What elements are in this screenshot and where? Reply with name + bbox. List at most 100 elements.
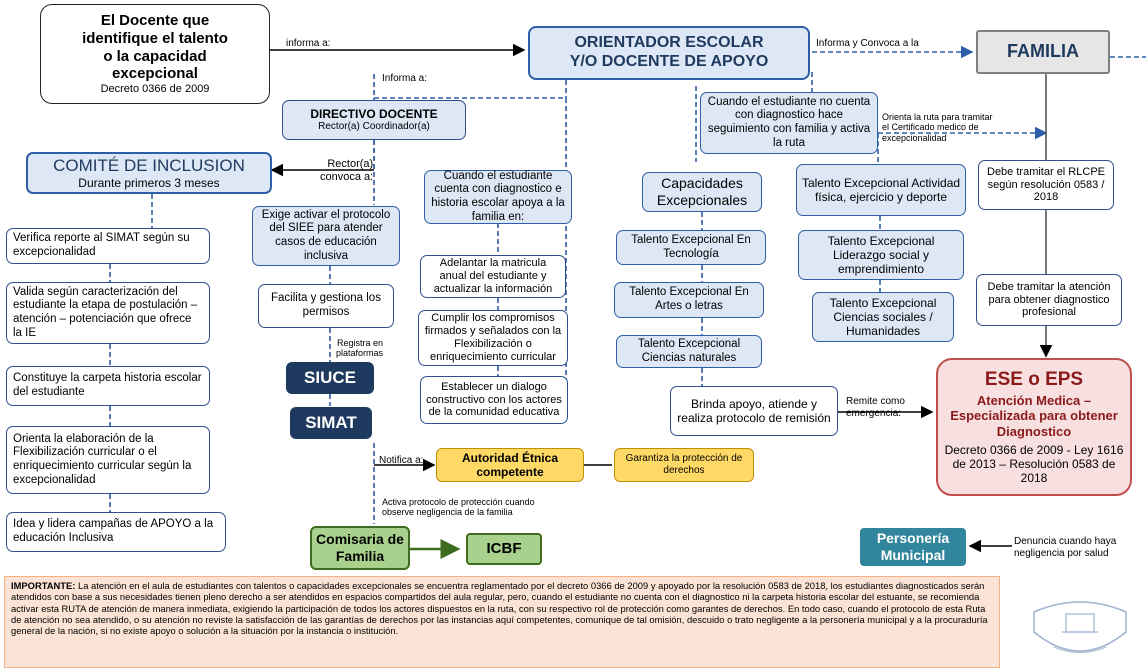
ese-sub: Atención Medica – Especializada para obt… (950, 392, 1118, 439)
left-item-4: Orienta la elaboración de la Flexibiliza… (6, 426, 210, 494)
left-item-2-text: Valida según caracterización del estudia… (13, 285, 198, 339)
directivo-box: DIRECTIVO DOCENTE Rector(a) Coordinador(… (282, 100, 466, 140)
diagnostico-box: Cuando el estudiante cuenta con diagnost… (424, 170, 572, 224)
left-item-5-text: Idea y lidera campañas de APOYO a la edu… (13, 518, 214, 544)
label-rector: Rector(a) convoca a: (320, 158, 373, 183)
personeria-text: Personería Municipal (876, 530, 950, 563)
mid-item-1-text: Adelantar la matricula anual del estudia… (433, 257, 553, 295)
label-activa-2: observe negligencia de la familia (382, 507, 513, 518)
talento-tecnologia: Talento Excepcional En Tecnología (616, 230, 766, 265)
atencion-diag-box: Debe tramitar la atención para obtener d… (976, 274, 1122, 326)
label-registra: Registra en plataformas (336, 338, 383, 359)
talento-naturales-text: Talento Excepcional Ciencias naturales (637, 337, 741, 364)
ese-title: ESE o EPS (984, 368, 1084, 390)
personeria-box: Personería Municipal (860, 528, 966, 566)
brinda-box: Brinda apoyo, atiende y realiza protocol… (670, 386, 838, 436)
importante-box: IMPORTANTE: La atención en el aula de es… (4, 576, 1000, 668)
comite-title: COMITÉ DE INCLUSION (53, 155, 245, 175)
label-denuncia: Denuncia cuando haya negligencia por sal… (1014, 536, 1116, 559)
left-item-5: Idea y lidera campañas de APOYO a la edu… (6, 512, 226, 552)
comite-box: COMITÉ DE INCLUSION Durante primeros 3 m… (26, 152, 272, 194)
label-registra-1: Registra en (337, 338, 384, 348)
talento-sociales: Talento Excepcional Ciencias sociales / … (812, 292, 954, 342)
label-activa-1: Activa protocolo de protección cuando (382, 497, 535, 507)
talento-liderazgo-text: Talento Excepcional Liderazgo social y e… (827, 233, 935, 277)
label-orienta-3: excepcionalidad (882, 132, 947, 143)
ese-decreto: Decreto 0366 de 2009 - Ley 1616 de 2013 … (944, 442, 1124, 486)
capacidades-box: Capacidades Excepcionales (642, 172, 762, 212)
directivo-sub: Rector(a) Coordinador(a) (318, 121, 430, 133)
comite-sub: Durante primeros 3 meses (78, 175, 220, 190)
talento-liderazgo: Talento Excepcional Liderazgo social y e… (798, 230, 964, 280)
label-orienta-ruta: Orienta la ruta para tramitar el Certifi… (882, 112, 993, 143)
simat-text: SIMAT (305, 412, 357, 432)
directivo-title: DIRECTIVO DOCENTE (310, 107, 438, 122)
talento-naturales: Talento Excepcional Ciencias naturales (616, 335, 762, 368)
left-item-3-text: Constituye la carpeta historia escolar d… (13, 372, 202, 398)
label-activa: Activa protocolo de protección cuando ob… (382, 497, 535, 518)
autoridad-box: Autoridad Étnica competente (436, 448, 584, 482)
talento-artes: Talento Excepcional En Artes o letras (614, 282, 764, 318)
docente-box: El Docente que identifique el talento o … (40, 4, 270, 104)
comisaria-box: Comisaria de Familia (310, 526, 410, 570)
facilita-text: Facilita y gestiona los permisos (271, 292, 381, 318)
label-denuncia-1: Denuncia cuando haya (1014, 536, 1117, 547)
autoridad-text: Autoridad Étnica competente (461, 450, 558, 479)
comisaria-text: Comisaria de Familia (316, 531, 404, 564)
label-rector-2: convoca a: (320, 170, 374, 183)
garantiza-box: Garantiza la protección de derechos (614, 448, 754, 482)
docente-line1: El Docente que (100, 12, 210, 30)
label-orienta-2: el Certificado medico de (882, 122, 979, 133)
label-informa-a: informa a: (286, 38, 331, 49)
talento-artes-text: Talento Excepcional En Artes o letras (629, 286, 749, 312)
left-item-3: Constituye la carpeta historia escolar d… (6, 366, 210, 406)
docente-line2: identifique el talento (82, 29, 228, 47)
diagnostico-text: Cuando el estudiante cuenta con diagnost… (431, 169, 565, 223)
label-orienta-1: Orienta la ruta para tramitar (882, 112, 993, 122)
left-item-1-text: Verifica reporte al SIMAT según su excep… (13, 232, 190, 258)
talento-deporte-text: Talento Excepcional Actividad física, ej… (801, 175, 961, 204)
orientador-line2: Y/O DOCENTE DE APOYO (569, 53, 769, 70)
mid-item-1: Adelantar la matricula anual del estudia… (420, 255, 566, 298)
label-remite-1: Remite como (846, 396, 905, 407)
label-notifica: Notifica a: (379, 455, 424, 466)
talento-deporte: Talento Excepcional Actividad física, ej… (796, 164, 966, 216)
school-seal (1014, 592, 1146, 670)
facilita-box: Facilita y gestiona los permisos (258, 284, 394, 328)
label-rector-1: Rector(a) (327, 158, 374, 170)
icbf-box: ICBF (466, 533, 542, 565)
mid-item-3-text: Establecer un dialogo constructivo con l… (426, 380, 562, 419)
left-item-4-text: Orienta la elaboración de la Flexibiliza… (13, 432, 192, 486)
label-denuncia-2: negligencia por salud (1014, 547, 1109, 559)
importante-label: IMPORTANTE: (11, 580, 76, 591)
ese-box: ESE o EPS Atención Medica – Especializad… (936, 358, 1132, 496)
atencion-diag-text: Debe tramitar la atención para obtener d… (987, 280, 1111, 319)
siuce-text: SIUCE (304, 367, 356, 387)
rlcpe-box: Debe tramitar el RLCPE según resolución … (978, 160, 1114, 210)
left-item-1: Verifica reporte al SIMAT según su excep… (6, 228, 210, 264)
rlcpe-text: Debe tramitar el RLCPE según resolución … (987, 165, 1105, 204)
orientador-box: ORIENTADOR ESCOLAR Y/O DOCENTE DE APOYO (528, 26, 810, 80)
docente-line3: o la capacidad (103, 47, 207, 65)
capacidades-text: Capacidades Excepcionales (656, 175, 748, 208)
label-remite: Remite como emergencia: (846, 396, 905, 419)
importante-text: La atención en el aula de estudiantes co… (11, 580, 988, 637)
mid-item-3: Establecer un dialogo constructivo con l… (420, 376, 568, 424)
siuce-box: SIUCE (286, 362, 374, 394)
talento-tecnologia-text: Talento Excepcional En Tecnología (631, 233, 751, 260)
label-remite-2: emergencia: (846, 407, 902, 419)
left-item-2: Valida según caracterización del estudia… (6, 282, 210, 344)
sin-diagnostico-text: Cuando el estudiante no cuenta con diagn… (707, 95, 871, 149)
familia-title: FAMILIA (1007, 41, 1079, 62)
docente-decreto: Decreto 0366 de 2009 (100, 82, 210, 95)
icbf-text: ICBF (486, 540, 522, 558)
label-registra-2: plataformas (336, 348, 384, 359)
talento-sociales-text: Talento Excepcional Ciencias sociales / … (829, 295, 937, 339)
label-informa-convoca: Informa y Convoca a la (816, 38, 919, 49)
mid-item-2-text: Cumplir los compromisos firmados y señal… (424, 312, 562, 363)
exige-text: Exige activar el protocolo del SIEE para… (261, 208, 391, 262)
exige-box: Exige activar el protocolo del SIEE para… (252, 206, 400, 266)
familia-box: FAMILIA (976, 30, 1110, 74)
orientador-line1: ORIENTADOR ESCOLAR (574, 34, 764, 52)
